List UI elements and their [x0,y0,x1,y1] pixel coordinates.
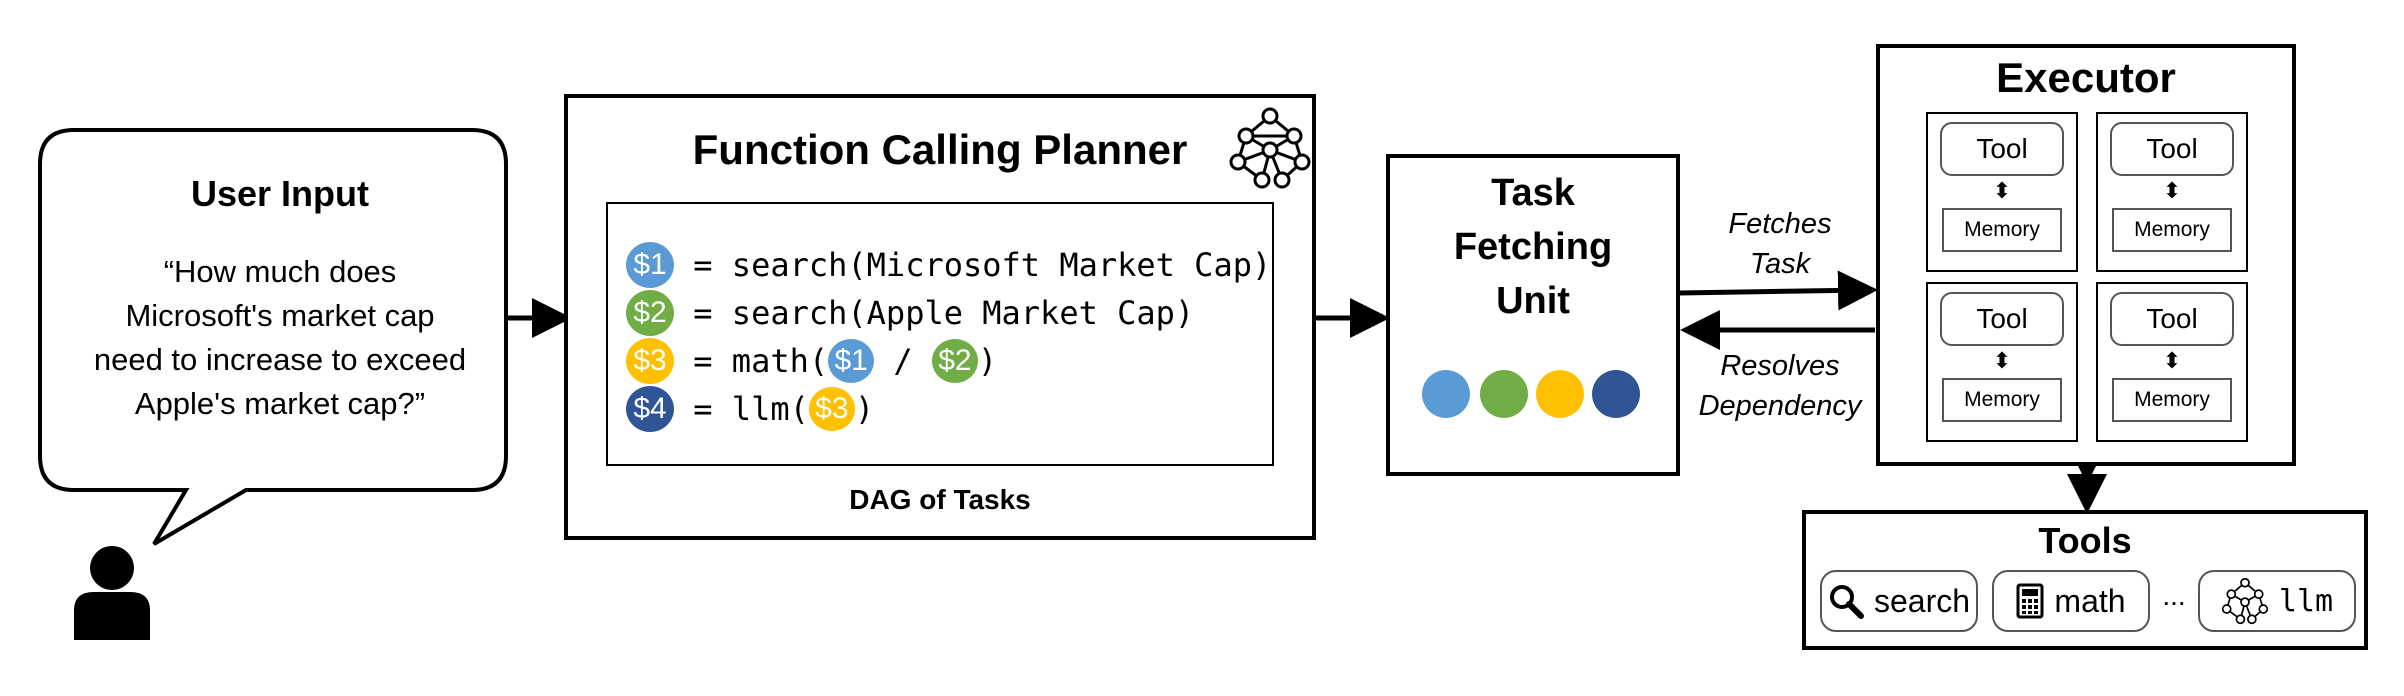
code-line-4: $4 = llm($3) [626,386,874,432]
memory-box: Memory [1942,378,2062,422]
search-icon [1829,585,1864,619]
updown-arrow-icon: ⬍ [2162,348,2182,373]
executor-unit-3 [1926,282,2078,442]
code-text: = llm( [674,390,809,428]
tool-box: Tool [1940,292,2064,346]
arrow-fetches-task [1679,270,1878,311]
title-line: Fetching [1453,226,1613,268]
tools-title: Tools [2038,520,2132,561]
question-line: Microsoft's market cap [125,298,435,333]
var-badge-4: $4 [626,386,674,432]
code-text: = math( [674,342,829,380]
label-line: Task [1749,248,1811,280]
executor-title: Executor [1996,54,2176,101]
task-nodes [1422,370,1640,418]
task-node-3 [1536,370,1584,418]
memory-box: Memory [2112,208,2232,252]
code-text: ) [854,390,875,428]
tool-search: search [1820,570,1978,632]
tool-box: Tool [1940,122,2064,176]
var-badge-2: $2 [931,339,978,383]
speech-bubble [38,128,508,546]
tool-label: llm [2278,583,2334,619]
tool-math: math [1992,570,2150,632]
var-badge-1: $1 [626,242,674,288]
updown-arrow-icon: ⬍ [1992,178,2012,203]
label-line: Dependency [1698,390,1862,422]
memory-box: Memory [1942,208,2062,252]
var-badge-2: $2 [626,290,674,336]
updown-arrow-icon: ⬍ [1992,348,2012,373]
title-line: Unit [1496,280,1570,322]
resolves-dependency-label: Resolves Dependency [1690,346,1870,426]
question-line: “How much does [163,254,397,289]
executor-unit-4 [2096,282,2248,442]
user-input-title: User Input [190,173,369,214]
executor-unit-2 [2096,112,2248,272]
tools-box [1802,510,2368,650]
dag-code: $1 = search(Microsoft Market Cap) $2 = s… [626,242,1271,442]
executor-box [1876,44,2296,466]
task-node-2 [1480,370,1528,418]
memory-box: Memory [2112,378,2232,422]
dag-box [606,202,1274,466]
tools-ellipsis: ... [2162,580,2186,611]
tool-box: Tool [2110,122,2234,176]
label-line: Resolves [1720,350,1840,382]
tool-llm: llm [2198,570,2356,632]
user-icon [74,546,150,640]
neural-network-icon [1229,107,1311,189]
var-badge-3: $3 [808,387,855,431]
executor-unit-1 [1926,112,2078,272]
question-line: Apple's market cap?” [134,386,426,421]
tool-label: search [1873,582,1971,619]
user-question: “How much does Microsoft's market cap ne… [40,250,520,426]
code-text: ) [977,342,998,380]
calculator-icon [2016,583,2044,619]
updown-arrow-icon: ⬍ [2162,178,2182,203]
code-text: / [874,342,932,380]
tool-label: math [2054,582,2126,619]
code-line-1: $1 = search(Microsoft Market Cap) [626,242,1271,288]
task-node-1 [1422,370,1470,418]
task-node-4 [1592,370,1640,418]
dag-label: DAG of Tasks [849,484,1031,515]
code-text: = search(Microsoft Market Cap) [674,246,1272,284]
task-fetching-box [1386,154,1680,476]
fetches-task-label: Fetches Task [1700,204,1860,284]
title-line: Task [1491,172,1575,214]
code-text: = search(Apple Market Cap) [674,294,1195,332]
var-badge-3: $3 [626,338,674,384]
label-line: Fetches [1728,208,1832,240]
neural-network-icon [2221,577,2269,625]
tool-box: Tool [2110,292,2234,346]
planner-title: Function Calling Planner [692,126,1188,173]
var-badge-1: $1 [828,339,875,383]
task-fetching-title: Task Fetching Unit [1386,166,1680,328]
code-line-2: $2 = search(Apple Market Cap) [626,290,1194,336]
code-line-3: $3 = math($1 / $2) [626,338,997,384]
question-line: need to increase to exceed [93,342,467,377]
